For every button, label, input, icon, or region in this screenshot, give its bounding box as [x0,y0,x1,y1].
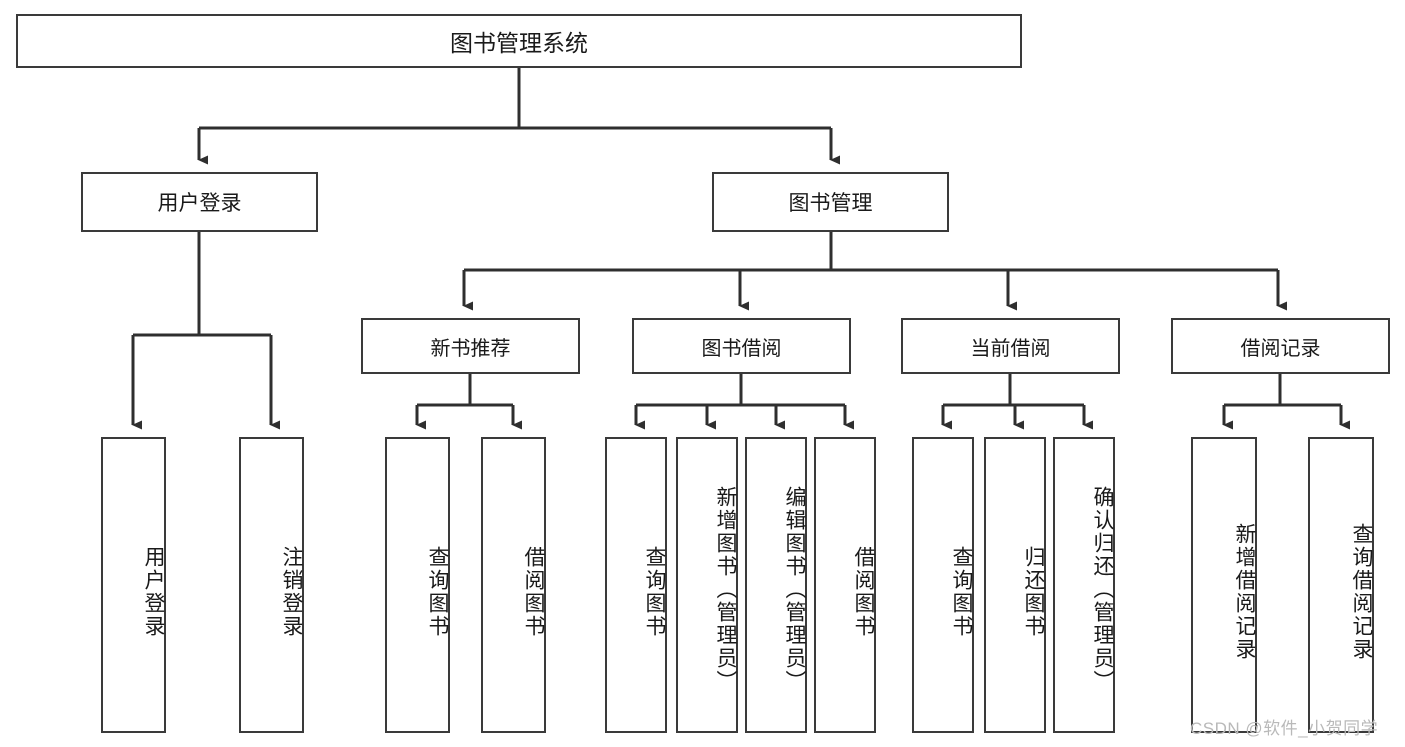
leaf-user-login-logout[interactable]: 注销登录 [239,437,304,733]
leaf-label: 新增图书（管理员） [714,485,737,693]
leaf-label: 注销登录 [280,546,303,638]
leaf-label: 查询图书 [950,546,973,638]
node-borrow-records-label: 借阅记录 [1240,337,1321,360]
node-book-borrow-label: 图书借阅 [701,337,782,360]
leaf-borrow-query-book[interactable]: 查询图书 [605,437,667,733]
leaf-borrow-add-book-admin[interactable]: 新增图书（管理员） [676,437,738,733]
leaf-label: 查询图书 [426,546,449,638]
node-borrow-records[interactable]: 借阅记录 [1171,318,1390,374]
leaf-label: 新增借阅记录 [1233,523,1256,661]
node-root-label: 图书管理系统 [450,30,588,56]
leaf-current-confirm-return-admin[interactable]: 确认归还（管理员） [1053,437,1115,733]
node-user-login[interactable]: 用户登录 [81,172,318,232]
csdn-watermark: CSDN @软件_小贺同学 [1190,719,1379,738]
node-book-management[interactable]: 图书管理 [712,172,949,232]
node-root[interactable]: 图书管理系统 [16,14,1022,68]
leaf-new-book-borrow[interactable]: 借阅图书 [481,437,546,733]
node-current-borrow[interactable]: 当前借阅 [901,318,1120,374]
node-book-management-label: 图书管理 [788,192,873,215]
leaf-label: 查询借阅记录 [1350,523,1373,661]
leaf-records-query-record[interactable]: 查询借阅记录 [1308,437,1374,733]
leaf-borrow-borrow-book[interactable]: 借阅图书 [814,437,876,733]
leaf-current-return-book[interactable]: 归还图书 [984,437,1046,733]
leaf-user-login-login[interactable]: 用户登录 [101,437,166,733]
leaf-label: 借阅图书 [852,546,875,638]
leaf-borrow-edit-book-admin[interactable]: 编辑图书（管理员） [745,437,807,733]
leaf-label: 编辑图书（管理员） [783,485,806,693]
node-current-borrow-label: 当前借阅 [970,337,1051,360]
node-user-login-label: 用户登录 [157,192,242,215]
node-new-book-recommend[interactable]: 新书推荐 [361,318,580,374]
leaf-label: 归还图书 [1022,546,1045,638]
leaf-label: 确认归还（管理员） [1091,485,1114,693]
node-book-borrow[interactable]: 图书借阅 [632,318,851,374]
leaf-label: 用户登录 [142,546,165,638]
leaf-label: 借阅图书 [522,546,545,638]
leaf-current-query-book[interactable]: 查询图书 [912,437,974,733]
leaf-label: 查询图书 [643,546,666,638]
leaf-records-add-record[interactable]: 新增借阅记录 [1191,437,1257,733]
leaf-new-book-query[interactable]: 查询图书 [385,437,450,733]
node-new-book-recommend-label: 新书推荐 [430,337,511,360]
